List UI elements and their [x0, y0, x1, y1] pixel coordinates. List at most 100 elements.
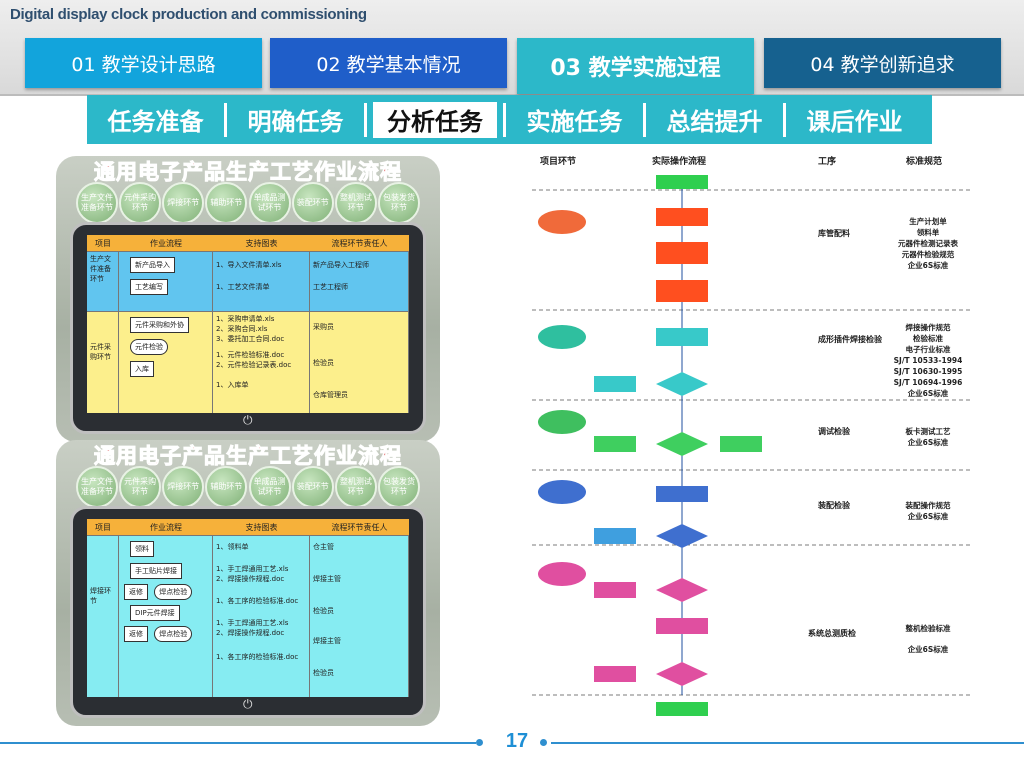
power-icon[interactable]: ⏻: [243, 413, 253, 428]
tablet-frame: 项目 作业流程 支持图表 流程环节责任人 焊接环节 领料 手工贴片焊接 返修 焊…: [70, 506, 426, 718]
standard-line: 整机检验标准: [906, 623, 951, 633]
owner-line: 采购员: [313, 322, 405, 332]
sub-tab-summary[interactable]: 总结提升: [646, 102, 783, 138]
standard-line: SJ/T 10630-1995: [894, 367, 963, 376]
stage-oval: [538, 210, 586, 234]
col-header: 作业流程: [119, 522, 213, 533]
process-label: 库管配料: [818, 228, 850, 238]
table-row: 生产文件准备环节 新产品导入 工艺编写 1、导入文件清单.xls 1、工艺文件清…: [87, 251, 409, 311]
process-label: 调试检验: [818, 426, 851, 436]
owner-line: 焊接主管: [313, 636, 405, 646]
flow-box: 元件采购和外协: [130, 317, 189, 333]
tablet-screen: 项目 作业流程 支持图表 流程环节责任人 生产文件准备环节 新产品导入 工艺编写…: [87, 235, 409, 413]
sub-tab-analyze[interactable]: 分析任务: [373, 102, 497, 138]
col-header: 支持图表: [213, 522, 310, 533]
tab-basic-info[interactable]: 02 教学基本情况: [270, 38, 507, 88]
page-title: Digital display clock production and com…: [10, 6, 367, 23]
sub-tab-bar: 任务准备 明确任务 分析任务 实施任务 总结提升 课后作业: [87, 95, 932, 144]
flow-box: 新产品导入: [130, 257, 175, 273]
standard-line: 焊接操作规范: [906, 322, 951, 332]
sub-tab-implement[interactable]: 实施任务: [506, 102, 643, 138]
flow-step: [656, 328, 708, 346]
flow-step: [720, 436, 762, 452]
process-panel-2: 通用电子产品生产工艺作业流程 生产文件准备环节 元件采购环节 焊接环节 辅助环节…: [56, 440, 440, 726]
standard-line: 元器件检验规范: [902, 249, 955, 259]
sub-tab-prepare[interactable]: 任务准备: [87, 102, 224, 138]
phase-bubble: 辅助环节: [205, 466, 247, 508]
standard-line: 生产计划单: [909, 216, 947, 226]
doc-line: 2、元件检验记录表.doc: [216, 360, 306, 370]
owner-cell: 仓主管 焊接主管 检验员 焊接主管 检验员: [310, 536, 409, 697]
power-icon[interactable]: ⏻: [243, 697, 253, 712]
process-label: 装配检验: [817, 500, 851, 510]
doc-line: 1、手工焊通用工艺.xls: [216, 618, 306, 628]
footer-line-left: [0, 742, 476, 744]
doc-line: 1、导入文件清单.xls: [216, 260, 306, 270]
stage-oval: [538, 410, 586, 434]
docs-cell: 1、导入文件清单.xls 1、工艺文件清单: [213, 252, 310, 311]
phase-bubble: 整机测试环节: [335, 466, 377, 508]
owner-line: 检验员: [313, 668, 405, 678]
standard-line: 企业6S标准: [907, 437, 949, 447]
flow-step: [594, 582, 636, 598]
stage-oval: [538, 325, 586, 349]
phase-bubble: 元件采购环节: [119, 182, 161, 224]
flow-box: 手工贴片焊接: [130, 563, 182, 579]
owner-line: 焊接主管: [313, 574, 405, 584]
table-row: 元件采购环节 元件采购和外协 元件检验 入库 1、采购申请单.xls 2、采购合…: [87, 311, 409, 413]
phase-bubble: 单成品测试环节: [249, 466, 291, 508]
flow-step: [594, 666, 636, 682]
process-label: 成形插件焊接检验: [818, 334, 883, 344]
flow-cell: 新产品导入 工艺编写: [119, 252, 213, 311]
phase-bubble: 辅助环节: [205, 182, 247, 224]
stage-oval: [538, 480, 586, 504]
flow-step: [594, 376, 636, 392]
flow-box: 入库: [130, 361, 154, 377]
phase-bubble: 生产文件准备环节: [76, 182, 118, 224]
flow-box: 领料: [130, 541, 154, 557]
tablet-screen: 项目 作业流程 支持图表 流程环节责任人 焊接环节 领料 手工贴片焊接 返修 焊…: [87, 519, 409, 697]
process-panel-1: 通用电子产品生产工艺作业流程 生产文件准备环节 元件采购环节 焊接环节 辅助环节…: [56, 156, 440, 442]
tab-innovation[interactable]: 04 教学创新追求: [764, 38, 1001, 88]
doc-line: 2、焊接操作规程.doc: [216, 574, 306, 584]
sub-tab-homework[interactable]: 课后作业: [786, 102, 923, 138]
doc-line: 2、采购合同.xls: [216, 324, 306, 334]
table-row: 焊接环节 领料 手工贴片焊接 返修 焊点检验 DIP元件焊接 返修 焊点检验 1…: [87, 535, 409, 697]
flow-diamond: 焊点检验: [154, 584, 192, 600]
phase-bubble: 单成品测试环节: [249, 182, 291, 224]
standard-line: SJ/T 10533-1994: [894, 356, 963, 365]
phase-bubble-row: 生产文件准备环节 元件采购环节 焊接环节 辅助环节 单成品测试环节 装配环节 整…: [76, 466, 420, 508]
flow-box: 返修: [124, 626, 148, 642]
doc-line: 1、各工序的检验标准.doc: [216, 652, 306, 662]
owner-line: 检验员: [313, 606, 405, 616]
owner-cell: 新产品导入工程师 工艺工程师: [310, 252, 409, 311]
process-label: 系统总测质检: [808, 628, 856, 638]
footer-dot: [540, 739, 547, 746]
table-header: 项目 作业流程 支持图表 流程环节责任人: [87, 235, 409, 251]
phase-bubble: 焊接环节: [162, 182, 204, 224]
standard-line: 电子行业标准: [906, 344, 951, 354]
standard-line: 领料单: [917, 227, 940, 237]
standard-line: 检验标准: [913, 333, 943, 343]
standard-line: 装配操作规范: [905, 500, 951, 510]
row-item: 生产文件准备环节: [87, 252, 119, 311]
standard-line: 元器件检测记录表: [898, 238, 958, 248]
tab-design-ideas[interactable]: 01 教学设计思路: [25, 38, 262, 88]
tab-implementation[interactable]: 03 教学实施过程: [517, 38, 754, 94]
phase-bubble: 整机测试环节: [335, 182, 377, 224]
end-box: [656, 702, 708, 716]
phase-bubble: 装配环节: [292, 182, 334, 224]
flow-step: [656, 280, 708, 302]
sub-tab-clarify[interactable]: 明确任务: [227, 102, 364, 138]
standard-line: 企业6S标准: [907, 644, 949, 654]
phase-bubble-row: 生产文件准备环节 元件采购环节 焊接环节 辅助环节 单成品测试环节 装配环节 整…: [76, 182, 420, 224]
phase-bubble: 装配环节: [292, 466, 334, 508]
flow-diamond: 焊点检验: [154, 626, 192, 642]
production-flowchart: 项目环节 实际操作流程 工序 标准规范: [532, 150, 972, 722]
page-number: 17: [489, 730, 545, 753]
phase-bubble: 元件采购环节: [119, 466, 161, 508]
standard-line: SJ/T 10694-1996: [894, 378, 963, 387]
flow-decision: [656, 524, 708, 548]
start-box: [656, 175, 708, 189]
docs-cell: 1、采购申请单.xls 2、采购合同.xls 3、委托加工合同.doc 1、元件…: [213, 312, 310, 413]
